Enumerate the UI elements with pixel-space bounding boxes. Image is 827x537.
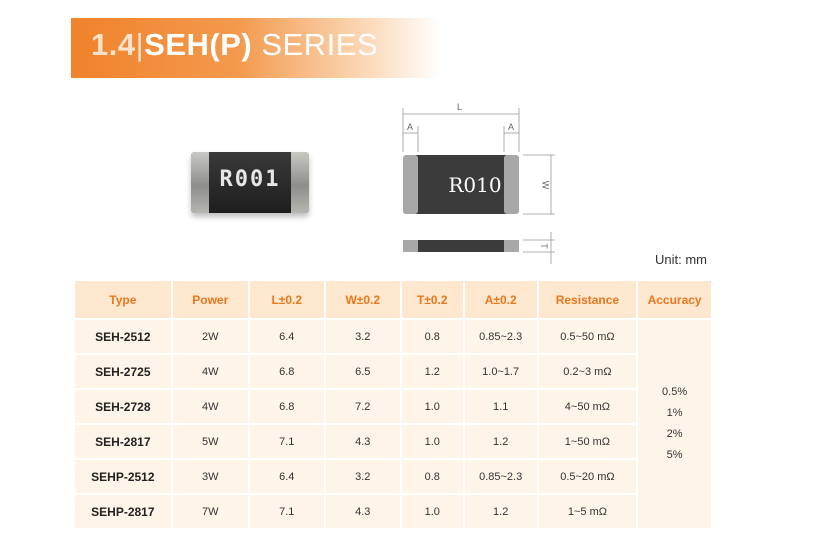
unit-note: Unit: mm xyxy=(655,252,707,267)
diagram-left-terminal xyxy=(403,155,418,214)
diagram-right-terminal xyxy=(504,155,519,214)
cell-a: 1.2 xyxy=(464,425,537,458)
title-banner xyxy=(71,18,441,78)
header-width: W±0.2 xyxy=(325,281,400,318)
cell-a: 0.85~2.3 xyxy=(464,460,537,493)
diagram-marking: R010 xyxy=(448,173,502,197)
cell-thickness: 1.0 xyxy=(401,390,463,423)
diagram-chip-side xyxy=(403,240,519,252)
cell-width: 4.3 xyxy=(325,495,400,528)
cell-a: 1.2 xyxy=(464,495,537,528)
table-row: SEH-2817 5W 7.1 4.3 1.0 1.2 1~50 mΩ xyxy=(75,425,711,458)
header-resistance: Resistance xyxy=(538,281,637,318)
a-left-label: A xyxy=(407,122,414,132)
left-terminal xyxy=(191,152,209,213)
cell-type: SEH-2512 xyxy=(75,320,171,353)
section-number: 1.4 xyxy=(91,27,136,62)
cell-type: SEHP-2512 xyxy=(75,460,171,493)
cell-power: 4W xyxy=(172,355,248,388)
cell-a: 0.85~2.3 xyxy=(464,320,537,353)
cell-accuracy: 0.5% 1% 2% 5% xyxy=(638,320,711,528)
cell-thickness: 0.8 xyxy=(401,320,463,353)
cell-length: 6.4 xyxy=(249,320,324,353)
cell-width: 4.3 xyxy=(325,425,400,458)
cell-a: 1.1 xyxy=(464,390,537,423)
cell-resistance: 1~50 mΩ xyxy=(538,425,637,458)
header-power: Power xyxy=(172,281,248,318)
a-right-label: A xyxy=(508,122,515,132)
thickness-label: T xyxy=(538,243,549,249)
table-row: SEHP-2512 3W 6.4 3.2 0.8 0.85~2.3 0.5~20… xyxy=(75,460,711,493)
title-separator: | xyxy=(135,27,145,62)
cell-width: 3.2 xyxy=(325,460,400,493)
table-row: SEH-2728 4W 6.8 7.2 1.0 1.1 4~50 mΩ xyxy=(75,390,711,423)
cell-thickness: 0.8 xyxy=(401,460,463,493)
cell-a: 1.0~1.7 xyxy=(464,355,537,388)
header-a: A±0.2 xyxy=(464,281,537,318)
section-title: 1.4|SEH(P) SERIES xyxy=(91,27,378,63)
cell-length: 6.8 xyxy=(249,390,324,423)
width-label: W xyxy=(540,180,551,190)
series-name: SEH(P) xyxy=(144,27,253,62)
cell-power: 7W xyxy=(172,495,248,528)
cell-width: 7.2 xyxy=(325,390,400,423)
cell-type: SEHP-2817 xyxy=(75,495,171,528)
accuracy-value: 2% xyxy=(666,428,683,440)
cell-length: 6.4 xyxy=(249,460,324,493)
accuracy-value: 0.5% xyxy=(662,386,688,398)
table-header-row: Type Power L±0.2 W±0.2 T±0.2 A±0.2 Resis… xyxy=(75,281,711,318)
cell-resistance: 0.5~50 mΩ xyxy=(538,320,637,353)
table-row: SEH-2512 2W 6.4 3.2 0.8 0.85~2.3 0.5~50 … xyxy=(75,320,711,528)
cell-power: 2W xyxy=(172,320,248,353)
cell-power: 3W xyxy=(172,460,248,493)
accuracy-value: 5% xyxy=(666,449,683,461)
cell-type: SEH-2817 xyxy=(75,425,171,458)
header-length: L±0.2 xyxy=(249,281,324,318)
right-terminal xyxy=(291,152,309,213)
length-label: L xyxy=(457,102,463,112)
cell-resistance: 0.5~20 mΩ xyxy=(538,460,637,493)
spec-table: Type Power L±0.2 W±0.2 T±0.2 A±0.2 Resis… xyxy=(73,279,713,530)
cell-resistance: 1~5 mΩ xyxy=(538,495,637,528)
cell-resistance: 4~50 mΩ xyxy=(538,390,637,423)
cell-width: 6.5 xyxy=(325,355,400,388)
cell-type: SEH-2728 xyxy=(75,390,171,423)
cell-thickness: 1.2 xyxy=(401,355,463,388)
cell-resistance: 0.2~3 mΩ xyxy=(538,355,637,388)
header-thickness: T±0.2 xyxy=(401,281,463,318)
resistor-body xyxy=(209,152,291,213)
cell-type: SEH-2725 xyxy=(75,355,171,388)
cell-thickness: 1.0 xyxy=(401,425,463,458)
table-row: SEH-2725 4W 6.8 6.5 1.2 1.0~1.7 0.2~3 mΩ xyxy=(75,355,711,388)
dimension-drawing xyxy=(402,108,555,264)
cell-length: 7.1 xyxy=(249,495,324,528)
resistor-marking: R001 xyxy=(219,167,281,192)
table-row: SEHP-2817 7W 7.1 4.3 1.0 1.2 1~5 mΩ xyxy=(75,495,711,528)
dimension-diagram: L A A W T R010 xyxy=(393,100,563,272)
accuracy-value: 1% xyxy=(666,407,683,419)
header-accuracy: Accuracy xyxy=(638,281,711,318)
cell-thickness: 1.0 xyxy=(401,495,463,528)
cell-power: 4W xyxy=(172,390,248,423)
cell-length: 7.1 xyxy=(249,425,324,458)
cell-width: 3.2 xyxy=(325,320,400,353)
cell-power: 5W xyxy=(172,425,248,458)
header-type: Type xyxy=(75,281,171,318)
series-suffix: SERIES xyxy=(252,27,379,62)
resistor-photo: R001 xyxy=(191,152,309,213)
cell-length: 6.8 xyxy=(249,355,324,388)
diagram-chip-top xyxy=(403,155,519,214)
